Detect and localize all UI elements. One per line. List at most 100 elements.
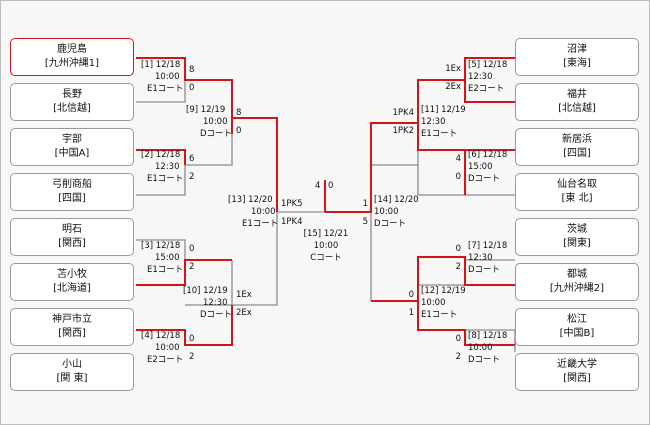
match-court: E2コート <box>468 84 505 94</box>
match-number: [10] 12/19 <box>183 286 228 296</box>
team-name: 福井 <box>567 89 587 100</box>
match-score-b: 2Ex <box>236 308 252 318</box>
match-court: E1コート <box>147 84 184 94</box>
team-box[interactable]: 神戸市立 [関西] <box>10 308 134 346</box>
match-score-a: 1PK4 <box>392 108 414 118</box>
match-number: [15] 12/21 <box>303 229 349 239</box>
team-name: 都城 <box>567 269 587 280</box>
match-court: E1コート <box>421 310 458 320</box>
team-name: 長野 <box>62 89 82 100</box>
team-box[interactable]: 都城 [九州沖縄2] <box>515 263 639 301</box>
team-region: [九州沖縄1] <box>44 58 100 69</box>
team-name: 新居浜 <box>562 134 592 145</box>
match-number: [1] 12/18 <box>141 60 181 70</box>
team-name: 苫小牧 <box>57 269 87 280</box>
match-score-a: 1 <box>362 199 368 209</box>
match-time: 12:30 <box>155 162 180 172</box>
team-region: [九州沖縄2] <box>549 283 605 294</box>
team-region: [関東] <box>563 238 591 249</box>
team-box[interactable]: 苫小牧 [北海道] <box>10 263 134 301</box>
team-box[interactable]: 明石[関西] <box>10 218 134 256</box>
match-score-b: 1PK2 <box>392 126 414 136</box>
match-number: [14] 12/20 <box>374 195 419 205</box>
team-region: [東海] <box>563 58 591 69</box>
match-time: 10:00 <box>203 117 228 127</box>
match-score-b: 2Ex <box>445 82 461 92</box>
match-score-a: 8 <box>236 108 242 118</box>
match-score-b: 2 <box>189 262 195 272</box>
team-name: 近畿大学 <box>557 359 597 370</box>
team-name: 仙台名取 <box>557 179 597 190</box>
team-box[interactable]: 長野 [北信越] <box>10 83 134 121</box>
team-region: [北信越] <box>558 103 596 114</box>
match-court: Dコート <box>468 265 501 275</box>
match-court: E1コート <box>147 174 184 184</box>
match-number: [12] 12/19 <box>421 286 466 296</box>
match-score-b: 2 <box>189 352 195 362</box>
match-number: [13] 12/20 <box>228 195 273 205</box>
team-region: [関西] <box>58 328 86 339</box>
match-score-b: 2 <box>455 352 461 362</box>
match-time: 12:30 <box>468 253 493 263</box>
match-court: Dコート <box>200 129 233 139</box>
match-score-b: 1PK4 <box>281 217 303 227</box>
match-score-b: 2 <box>455 262 461 272</box>
match-score-b: 0 <box>328 181 334 191</box>
team-box[interactable]: 福井 [北信越] <box>515 83 639 121</box>
match-score-b: 0 <box>236 126 242 136</box>
match-score-a: 0 <box>455 244 461 254</box>
match-score-a: 1PK5 <box>281 199 303 209</box>
team-name: 茨城 <box>567 224 587 235</box>
match-score-a: 1Ex <box>236 290 252 300</box>
match-score-a: 4 <box>455 154 461 164</box>
match-number: [6] 12/18 <box>468 150 508 160</box>
match-time: 15:00 <box>155 253 180 263</box>
team-box[interactable]: 弓削商船[四国] <box>10 173 134 211</box>
team-name: 弓削商船 <box>52 179 92 190</box>
match-court: Dコート <box>200 310 233 320</box>
match-number: [7] 12/18 <box>468 241 508 251</box>
team-region: [北信越] <box>53 103 91 114</box>
match-court: Dコート <box>374 219 407 229</box>
match-time: 10:00 <box>374 207 399 217</box>
match-court: Cコート <box>310 253 342 263</box>
match-score-b: 0 <box>189 83 195 93</box>
team-region: [四国] <box>563 148 591 159</box>
match-time: 12:30 <box>421 117 446 127</box>
match-score-a: 0 <box>455 334 461 344</box>
team-box[interactable]: 松江 [中国B] <box>515 308 639 346</box>
match-time: 10:00 <box>421 298 446 308</box>
team-region: [中国B] <box>559 328 595 339</box>
team-name: 松江 <box>567 314 587 325</box>
team-region: [関 東] <box>56 373 88 384</box>
team-box[interactable]: 茨城 [関東] <box>515 218 639 256</box>
team-box[interactable]: 近畿大学[関西] <box>515 353 639 391</box>
match-number: [3] 12/18 <box>141 241 181 251</box>
match-score-a: 4 <box>315 181 321 191</box>
team-name: 小山 <box>62 359 82 370</box>
match-score-a: 8 <box>189 65 195 75</box>
match-number: [2] 12/18 <box>141 150 181 160</box>
match-number: [8] 12/18 <box>468 331 508 341</box>
match-court: E1コート <box>421 129 458 139</box>
team-name: 鹿児島 <box>57 44 87 55</box>
match-time: 15:00 <box>468 162 493 172</box>
team-box[interactable]: 小山 [関 東] <box>10 353 134 391</box>
team-box[interactable]: 沼津[東海] <box>515 38 639 76</box>
match-score-b: 5 <box>362 217 368 227</box>
match-score-a: 1Ex <box>445 64 461 74</box>
match-court: E1コート <box>242 219 279 229</box>
match-number: [9] 12/19 <box>186 105 226 115</box>
team-name: 神戸市立 <box>52 314 92 325</box>
team-name: 明石 <box>62 224 82 235</box>
match-court: Dコート <box>468 355 501 365</box>
team-box[interactable]: 鹿児島 [九州沖縄1] <box>10 38 134 76</box>
match-score-a: 0 <box>189 334 195 344</box>
team-box[interactable]: 宇部[中国A] <box>10 128 134 166</box>
match-time: 10:00 <box>155 72 180 82</box>
team-region: [北海道] <box>53 283 91 294</box>
team-box[interactable]: 新居浜 [四国] <box>515 128 639 166</box>
team-box[interactable]: 仙台名取[東 北] <box>515 173 639 211</box>
match-number: [4] 12/18 <box>141 331 181 341</box>
